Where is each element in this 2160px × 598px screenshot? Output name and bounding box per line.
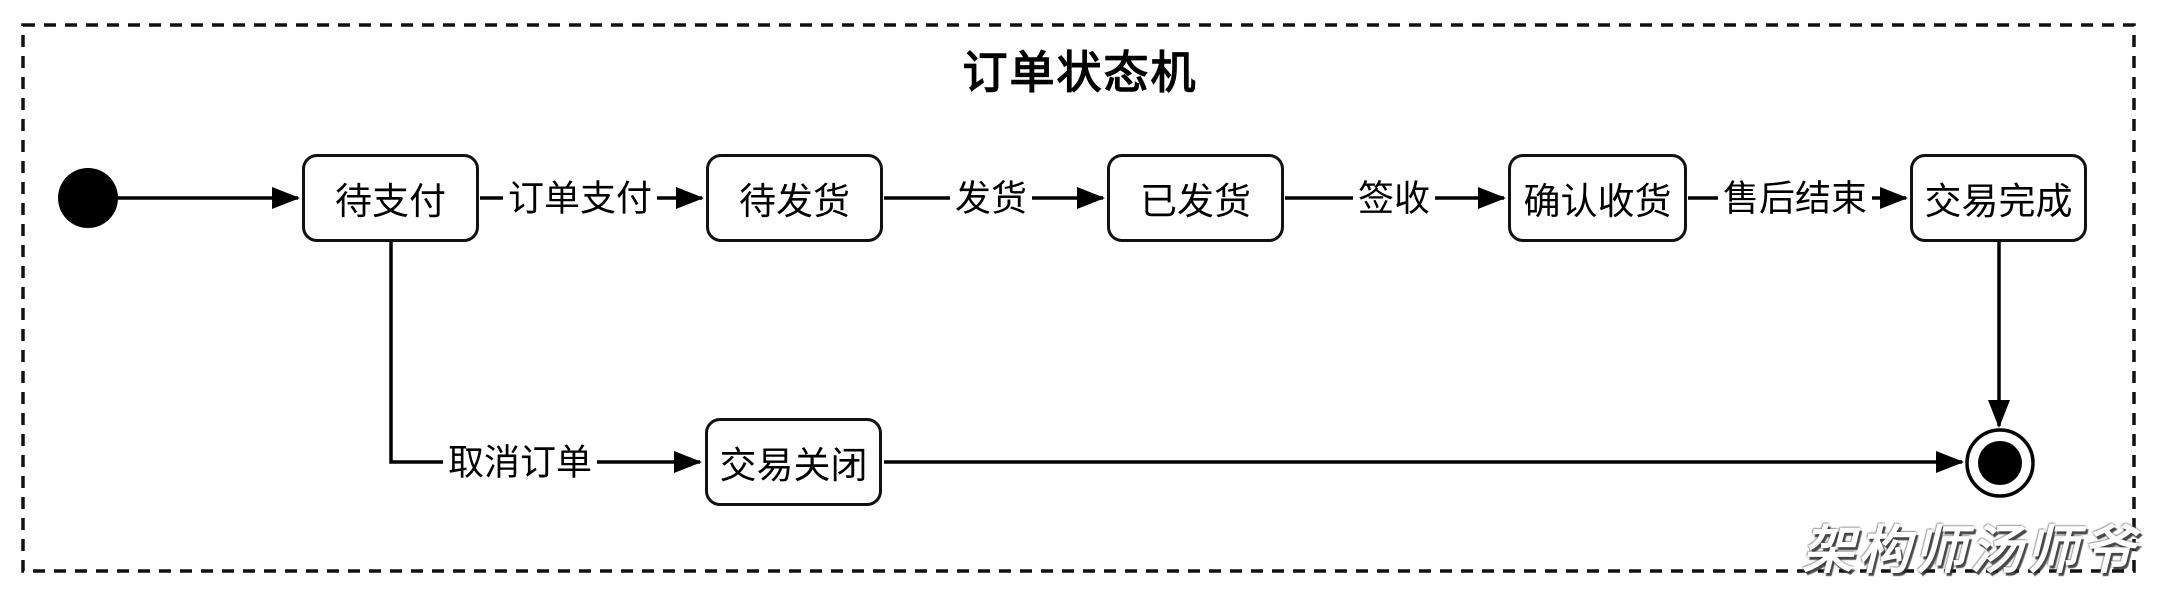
state-pending-shipment: 待发货 — [706, 154, 883, 242]
state-transaction-complete-label: 交易完成 — [1924, 181, 2073, 222]
state-confirm-receipt-label: 确认收货 — [1523, 181, 1672, 222]
transition-label-sign-receive: 签收 — [1352, 177, 1436, 219]
initial-state-dot — [58, 168, 118, 228]
state-transaction-closed: 交易关闭 — [705, 418, 882, 506]
state-shipped-label: 已发货 — [1140, 181, 1251, 222]
transition-label-cancel-order: 取消订单 — [442, 441, 598, 483]
state-transaction-closed-label: 交易关闭 — [719, 445, 868, 486]
state-pending-payment-label: 待支付 — [335, 181, 446, 222]
state-pending-shipment-label: 待发货 — [739, 181, 850, 222]
diagram-title: 订单状态机 — [962, 47, 1198, 98]
state-shipped: 已发货 — [1107, 154, 1284, 242]
state-transaction-complete: 交易完成 — [1910, 154, 2087, 242]
arrow-pending-payment-to-transaction-closed — [389, 240, 702, 473]
transition-label-order-payment: 订单支付 — [502, 177, 658, 219]
transition-label-ship: 发货 — [949, 177, 1033, 219]
state-confirm-receipt: 确认收货 — [1508, 154, 1687, 242]
watermark-text: 架构师汤师爷 — [1801, 522, 2138, 580]
diagram-dashed-frame — [21, 23, 2136, 573]
final-state-inner-dot — [1978, 441, 2022, 485]
transition-label-after-sales-end: 售后结束 — [1717, 177, 1873, 219]
state-pending-payment: 待支付 — [302, 154, 479, 242]
